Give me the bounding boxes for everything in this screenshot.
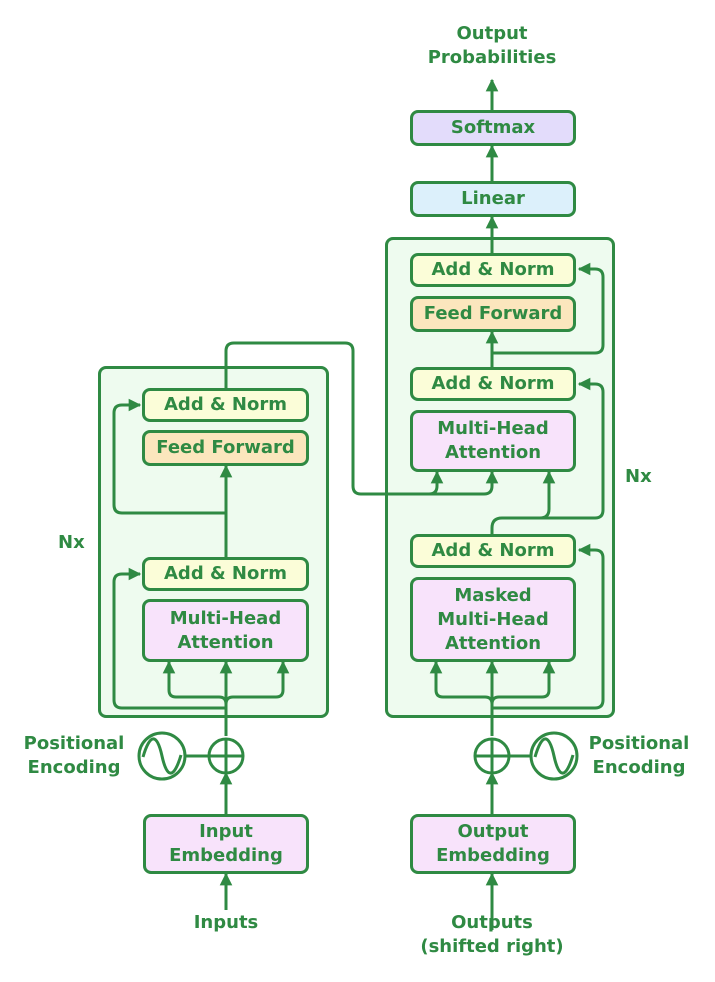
decoder-feed-forward: Feed Forward <box>410 296 576 332</box>
softmax-block: Softmax <box>410 110 576 146</box>
encoder-attention-branch-left <box>162 660 228 705</box>
decoder-sine-wave-icon <box>529 731 579 781</box>
decoder-add-norm-bottom: Add & Norm <box>410 534 576 568</box>
encoder-residual-1 <box>112 567 226 710</box>
decoder-masked-line3: Attention <box>444 632 542 654</box>
output-probabilities-label: Output Probabilities <box>412 22 572 70</box>
softmax-label: Softmax <box>450 117 536 138</box>
decoder-feed-forward-label: Feed Forward <box>423 303 563 324</box>
encoder-add-norm-top: Add & Norm <box>142 388 309 422</box>
encoder-attention-branch-right <box>224 660 290 705</box>
encoder-sine-wave-icon <box>137 731 187 781</box>
decoder-attention-branch-right <box>490 660 556 705</box>
decoder-masked-to-cross <box>490 470 556 536</box>
output-embedding-line2: Embedding <box>436 845 550 866</box>
decoder-masked-line2: Multi-Head <box>437 608 549 630</box>
decoder-masked-multi-head-attention: Masked Multi-Head Attention <box>410 577 576 662</box>
decoder-positional-line2: Encoding <box>592 757 686 778</box>
input-embedding-line2: Embedding <box>169 845 283 866</box>
encoder-positional-label: Positional Encoding <box>14 732 134 780</box>
encoder-multi-head-attention: Multi-Head Attention <box>142 599 309 662</box>
decoder-residual-3 <box>492 262 605 355</box>
encoder-residual-2 <box>112 398 226 515</box>
decoder-positional-line1: Positional <box>588 733 690 754</box>
decoder-attention-branch-left <box>429 660 494 705</box>
encoder-feed-forward: Feed Forward <box>142 430 309 466</box>
decoder-residual-2 <box>502 377 605 520</box>
linear-label: Linear <box>461 188 525 209</box>
outputs-line2: (shifted right) <box>420 936 564 957</box>
encoder-attention-line2: Attention <box>177 631 274 653</box>
decoder-residual-1 <box>492 543 605 710</box>
inputs-label: Inputs <box>193 912 259 933</box>
output-probabilities-line1: Output <box>456 23 528 44</box>
input-embedding-block: Input Embedding <box>143 814 309 874</box>
decoder-add-norm-top: Add & Norm <box>410 253 576 287</box>
outputs-shifted-label: Outputs (shifted right) <box>412 911 572 959</box>
decoder-cross-attention-line1: Multi-Head <box>437 418 549 439</box>
encoder-to-decoder-mid <box>429 470 499 496</box>
decoder-add-norm-bottom-label: Add & Norm <box>431 540 555 561</box>
outputs-line1: Outputs <box>451 912 533 933</box>
decoder-add-icon <box>473 737 511 775</box>
output-embedding-line1: Output <box>457 821 529 842</box>
encoder-positional-line2: Encoding <box>27 757 121 778</box>
encoder-add-norm-bottom-label: Add & Norm <box>164 563 287 584</box>
encoder-attention-line1: Multi-Head <box>169 607 282 629</box>
encoder-add-icon <box>207 737 245 775</box>
encoder-add-norm-bottom: Add & Norm <box>142 557 309 591</box>
encoder-nx-label: Nx <box>58 532 85 553</box>
decoder-cross-attention-line2: Attention <box>444 442 542 463</box>
decoder-nx-label: Nx <box>625 466 652 487</box>
decoder-add-norm-mid-label: Add & Norm <box>431 373 555 394</box>
encoder-positional-line1: Positional <box>23 733 125 754</box>
decoder-add-norm-top-label: Add & Norm <box>431 259 555 280</box>
encoder-add-norm-top-label: Add & Norm <box>164 394 287 415</box>
decoder-positional-label: Positional Encoding <box>580 732 698 780</box>
decoder-add-norm-mid: Add & Norm <box>410 367 576 401</box>
encoder-feed-forward-label: Feed Forward <box>156 437 295 458</box>
input-embedding-line1: Input <box>199 821 253 842</box>
decoder-multi-head-attention: Multi-Head Attention <box>410 410 576 472</box>
output-probabilities-line2: Probabilities <box>427 47 557 68</box>
decoder-masked-line1: Masked <box>454 584 532 606</box>
output-embedding-block: Output Embedding <box>410 814 576 874</box>
linear-block: Linear <box>410 181 576 217</box>
